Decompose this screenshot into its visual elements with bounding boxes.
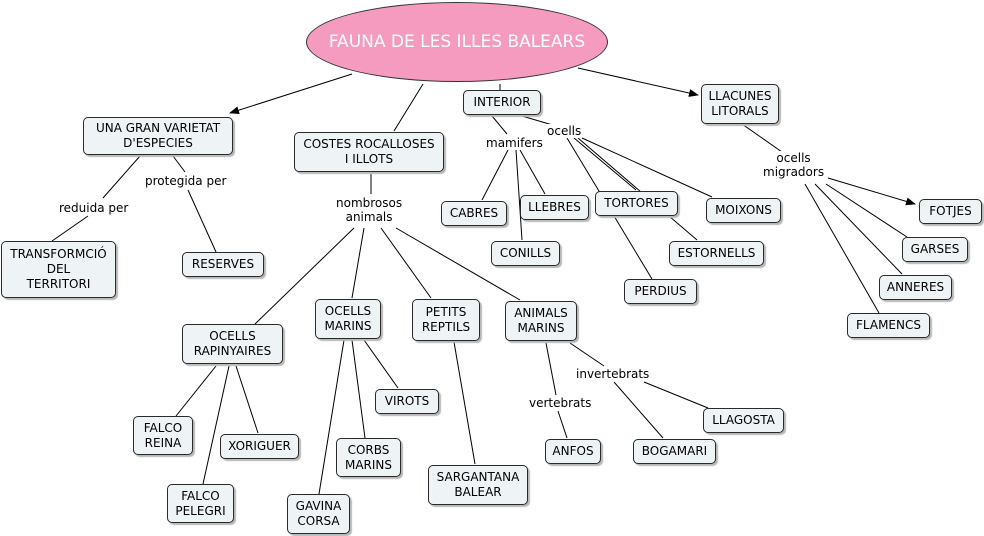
link-mamifers-cabres <box>481 149 509 201</box>
link-root-llacunes <box>577 67 699 97</box>
link-vertebrats-anfos <box>557 410 568 439</box>
link-reduida-transformacio <box>51 215 89 242</box>
node-ocells-rapinyaires[interactable]: OCELLS RAPINYAIRES <box>182 324 283 364</box>
node-cabres[interactable]: CABRES <box>441 201 507 226</box>
node-anneres[interactable]: ANNERES <box>879 275 952 300</box>
label-ocells-migradors: ocells migradors <box>762 151 826 179</box>
label-ocells-interior: ocells <box>546 124 583 138</box>
node-ocells-marins[interactable]: OCELLS MARINS <box>315 299 381 339</box>
link-mamifers-conills <box>515 149 523 241</box>
link-invertebrats-bogamari <box>613 381 664 439</box>
node-falco-reina[interactable]: FALCO REINA <box>133 416 193 455</box>
link-nombrosos-rapinyaires <box>254 227 355 325</box>
node-una-gran-varietat[interactable]: UNA GRAN VARIETAT D'ESPECIES <box>83 117 233 155</box>
node-corbs-marins[interactable]: CORBS MARINS <box>336 438 401 477</box>
node-moixons[interactable]: MOIXONS <box>706 198 781 223</box>
link-ocellsmarins-gavina <box>318 339 345 495</box>
node-fotjes[interactable]: FOTJES <box>919 199 982 224</box>
link-protegida-reserves <box>187 189 217 253</box>
node-xoriguer[interactable]: XORIGUER <box>220 434 299 459</box>
label-invertebrats: invertebrats <box>575 367 651 381</box>
node-sargantana-balear[interactable]: SARGANTANA BALEAR <box>428 465 528 505</box>
node-llacunes-litorals[interactable]: LLACUNES LITORALS <box>701 84 779 124</box>
node-virots[interactable]: VIROTS <box>375 389 439 414</box>
node-petits-reptils[interactable]: PETITS REPTILS <box>412 299 480 341</box>
node-llebres[interactable]: LLEBRES <box>520 195 589 220</box>
link-nombrosos-reptils <box>380 227 432 299</box>
node-animals-marins[interactable]: ANIMALS MARINS <box>505 301 577 341</box>
link-migradors-flamencs <box>804 183 880 314</box>
link-ocells-tortores <box>573 137 637 191</box>
link-invertebrats-llagosta <box>643 381 709 409</box>
label-nombrosos-animals: nombrosos animals <box>335 196 404 224</box>
link-ocellsmarins-virots <box>363 339 399 389</box>
link-nombrosos-animalsmarins <box>395 227 521 301</box>
link-migradors-garses <box>825 183 908 238</box>
link-ocells-estornells <box>577 137 698 241</box>
link-interior-mamifers <box>491 115 508 135</box>
link-mamifers-llebres <box>519 149 546 195</box>
root-concept-fauna-balears[interactable]: FAUNA DE LES ILLES BALEARS <box>306 2 608 82</box>
link-varietat-protegida <box>172 155 186 173</box>
node-llagosta[interactable]: LLAGOSTA <box>703 408 784 433</box>
node-bogamari[interactable]: BOGAMARI <box>633 439 716 464</box>
node-anfos[interactable]: ANFOS <box>545 439 601 464</box>
node-interior[interactable]: INTERIOR <box>463 90 541 115</box>
link-rapinyaires-xoriguer <box>235 365 259 434</box>
node-transformacio-territori[interactable]: TRANSFORMCIÓ DEL TERRITORI <box>1 241 116 298</box>
link-nombrosos-ocellsmarins <box>351 227 365 299</box>
link-animalsmarins-vertebrats <box>545 342 557 396</box>
link-animalsmarins-invertebrats <box>569 342 605 367</box>
link-reptils-sargantana <box>453 341 476 465</box>
link-migradors-anneres <box>814 183 903 275</box>
link-root-costes <box>393 83 424 132</box>
label-protegida-per: protegida per <box>144 174 228 188</box>
link-varietat-reduida <box>102 155 141 199</box>
node-tortores[interactable]: TORTORES <box>595 191 678 216</box>
node-reserves[interactable]: RESERVES <box>182 252 264 277</box>
link-llacunes-migradors <box>741 123 783 153</box>
label-reduida-per: reduida per <box>58 201 130 215</box>
node-perdius[interactable]: PERDIUS <box>624 279 697 304</box>
link-migradors-fotjes <box>827 177 916 206</box>
label-mamifers: mamifers <box>485 136 544 150</box>
link-rapinyaires-falcopelegri <box>202 365 230 485</box>
link-ocells-moixons <box>581 137 713 198</box>
node-garses[interactable]: GARSES <box>902 237 968 262</box>
node-falco-pelegri[interactable]: FALCO PELEGRI <box>167 484 234 523</box>
link-rapinyaires-falcoreina <box>175 365 217 417</box>
label-vertebrats: vertebrats <box>528 396 593 410</box>
node-costes-rocalloses[interactable]: COSTES ROCALLOSES I ILLOTS <box>294 132 444 172</box>
node-gavina-corsa[interactable]: GAVINA CORSA <box>287 494 350 534</box>
link-root-varietat <box>229 73 353 115</box>
link-ocellsmarins-corbs <box>351 339 366 439</box>
node-estornells[interactable]: ESTORNELLS <box>669 241 764 266</box>
node-conills[interactable]: CONILLS <box>491 241 560 266</box>
node-flamencs[interactable]: FLAMENCS <box>847 313 930 338</box>
